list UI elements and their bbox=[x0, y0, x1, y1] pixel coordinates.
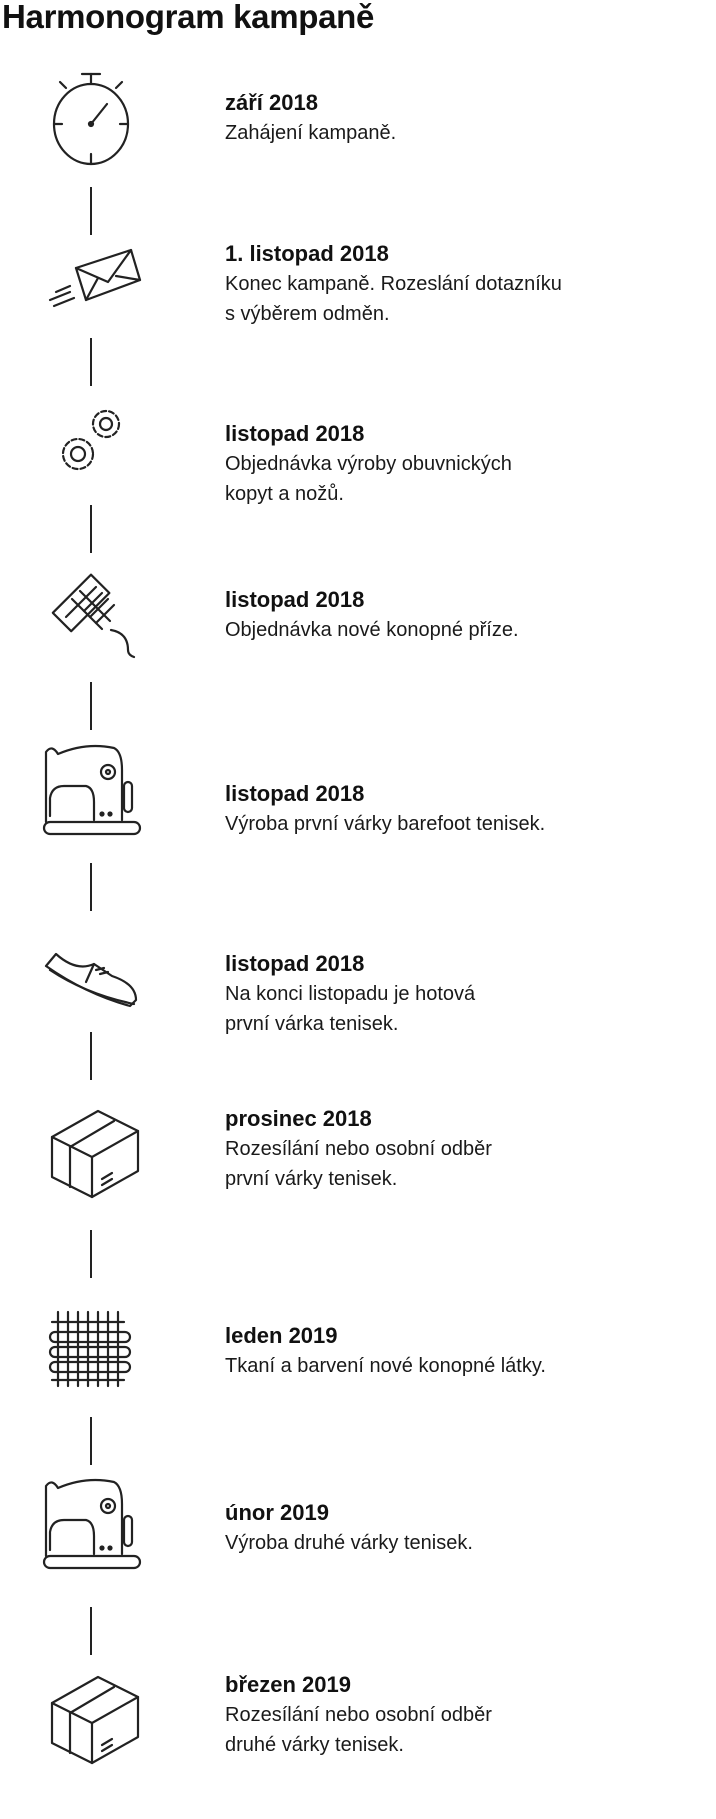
box-icon bbox=[36, 1093, 146, 1203]
timeline-item: listopad 2018 Objednávka výroby obuvnick… bbox=[225, 419, 695, 509]
item-date: listopad 2018 bbox=[225, 587, 365, 612]
item-date: září 2018 bbox=[225, 90, 318, 115]
item-description: druhé várky tenisek. bbox=[225, 1734, 404, 1756]
timeline-item: prosinec 2018 Rozesílání nebo osobní odb… bbox=[225, 1104, 695, 1194]
timeline-connector bbox=[90, 505, 92, 553]
item-description: Na konci listopadu je hotová bbox=[225, 983, 476, 1005]
item-description: Objednávka nové konopné příze. bbox=[225, 619, 519, 641]
timeline-item: březen 2019 Rozesílání nebo osobní odběr… bbox=[225, 1670, 695, 1760]
item-description: Konec kampaně. Rozeslání dotazníku bbox=[225, 273, 562, 295]
timeline-item: listopad 2018 Na konci listopadu je hoto… bbox=[225, 949, 695, 1039]
timeline-connector bbox=[90, 338, 92, 386]
item-description: s výběrem odměn. bbox=[225, 303, 390, 325]
sewing-machine-icon bbox=[36, 1472, 146, 1582]
item-date: březen 2019 bbox=[225, 1672, 351, 1697]
envelope-icon bbox=[36, 226, 146, 336]
item-description: Tkaní a barvení nové konopné látky. bbox=[225, 1355, 546, 1377]
item-description: kopyt a nožů. bbox=[225, 483, 344, 505]
gears-icon bbox=[36, 388, 146, 498]
item-description: Rozesílání nebo osobní odběr bbox=[225, 1704, 492, 1726]
item-date: prosinec 2018 bbox=[225, 1106, 372, 1131]
item-description: první várka tenisek. bbox=[225, 1013, 399, 1035]
item-description: Výroba druhé várky tenisek. bbox=[225, 1532, 473, 1554]
timeline-item: leden 2019 Tkaní a barvení nové konopné … bbox=[225, 1321, 695, 1381]
item-date: leden 2019 bbox=[225, 1323, 338, 1348]
item-description: Výroba první várky barefoot tenisek. bbox=[225, 813, 546, 835]
item-description: Zahájení kampaně. bbox=[225, 122, 397, 144]
timeline-connector bbox=[90, 187, 92, 235]
item-date: únor 2019 bbox=[225, 1500, 329, 1525]
timeline-connector bbox=[90, 863, 92, 911]
timeline-connector bbox=[90, 682, 92, 730]
timeline-connector bbox=[90, 1417, 92, 1465]
timeline-connector bbox=[90, 1607, 92, 1655]
timeline-item: únor 2019 Výroba druhé várky tenisek. bbox=[225, 1498, 695, 1558]
sewing-machine-icon bbox=[36, 738, 146, 848]
timeline-item: 1. listopad 2018 Konec kampaně. Rozeslán… bbox=[225, 239, 695, 329]
box-icon bbox=[36, 1659, 146, 1769]
item-description: Objednávka výroby obuvnických bbox=[225, 453, 512, 475]
item-date: listopad 2018 bbox=[225, 951, 365, 976]
item-description: první várky tenisek. bbox=[225, 1168, 398, 1190]
sneaker-icon bbox=[36, 924, 146, 1034]
timeline-item: listopad 2018 Výroba první várky barefoo… bbox=[225, 779, 695, 839]
fabric-weave-icon bbox=[36, 1292, 146, 1402]
item-date: listopad 2018 bbox=[225, 781, 365, 806]
timeline-item: listopad 2018 Objednávka nové konopné př… bbox=[225, 585, 695, 645]
item-date: 1. listopad 2018 bbox=[225, 241, 389, 266]
timeline-connector bbox=[90, 1230, 92, 1278]
item-date: listopad 2018 bbox=[225, 421, 365, 446]
stopwatch-icon bbox=[36, 66, 146, 176]
timeline-item: září 2018 Zahájení kampaně. bbox=[225, 88, 695, 148]
thread-spool-icon bbox=[36, 555, 146, 665]
item-description: Rozesílání nebo osobní odběr bbox=[225, 1138, 492, 1160]
timeline-connector bbox=[90, 1032, 92, 1080]
page-title: Harmonogram kampaně bbox=[2, 0, 375, 35]
